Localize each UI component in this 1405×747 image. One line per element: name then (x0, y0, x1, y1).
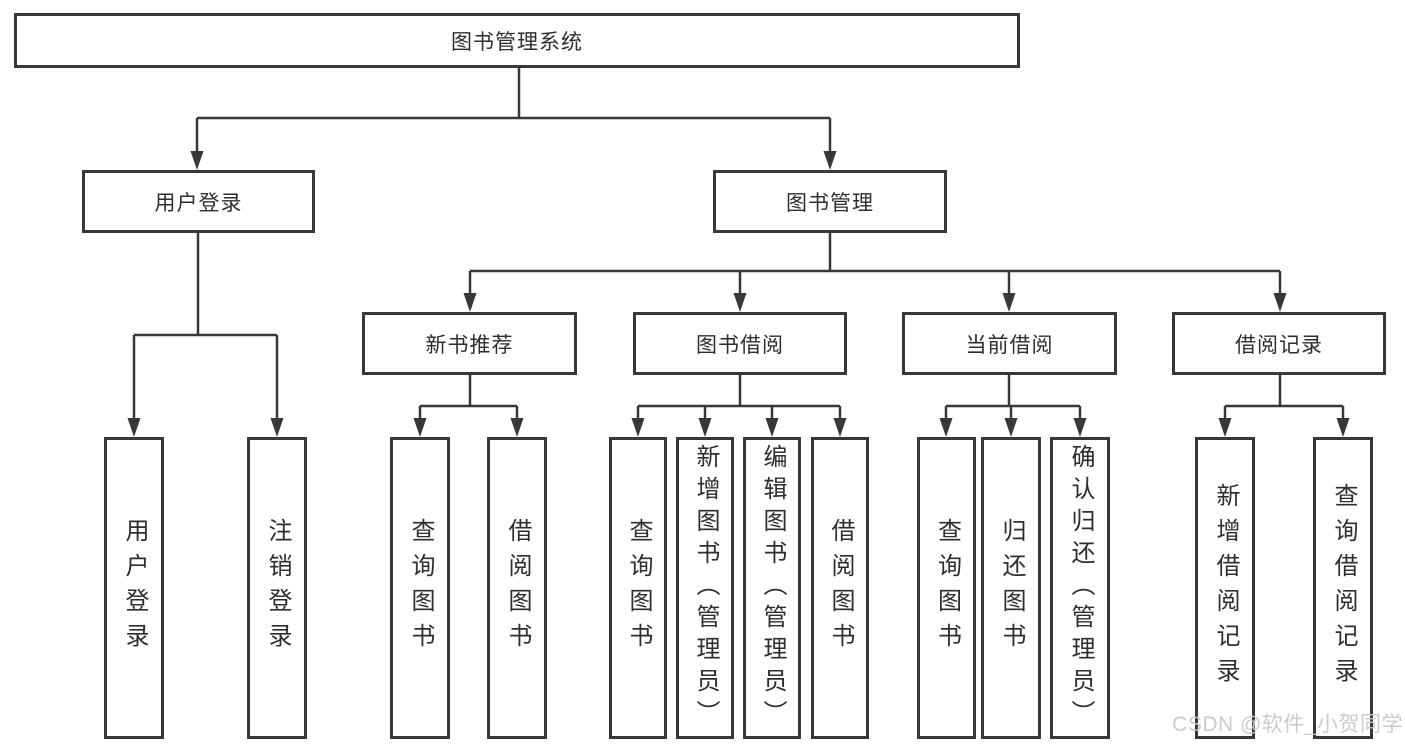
node-label: 用户登录 (154, 191, 243, 215)
leaf-current-query-books: 查询图书 (917, 437, 976, 739)
leaf-query-borrow-record: 查询借阅记录 (1313, 437, 1373, 739)
leaf-borrow-query-books: 查询图书 (609, 437, 667, 739)
leaf-recommend-borrow-books: 借阅图书 (487, 437, 547, 739)
node-label: 图书借阅 (696, 333, 784, 357)
node-label: 查询图书 (933, 518, 961, 658)
node-book-management: 图书管理 (713, 170, 947, 233)
node-label: 查询借阅记录 (1330, 483, 1357, 693)
node-label: 归还图书 (998, 518, 1025, 658)
leaf-logout: 注销登录 (247, 437, 307, 739)
node-label: 新增借阅记录 (1212, 483, 1239, 693)
node-borrow-record: 借阅记录 (1172, 312, 1386, 375)
leaf-user-login: 用户登录 (104, 437, 164, 739)
node-label: 借阅记录 (1235, 333, 1323, 357)
leaf-confirm-return-admin: 确认归还（管理员） (1050, 437, 1110, 739)
leaf-recommend-query-books: 查询图书 (390, 437, 450, 739)
node-user-login: 用户登录 (82, 170, 315, 233)
leaf-borrow-books: 借阅图书 (811, 437, 869, 739)
node-label: 确认归还（管理员） (1067, 444, 1094, 732)
node-label: 当前借阅 (965, 333, 1054, 357)
node-root-system: 图书管理系统 (14, 13, 1020, 68)
leaf-edit-books-admin: 编辑图书（管理员） (743, 437, 801, 739)
node-label: 用户登录 (121, 518, 148, 658)
leaf-add-borrow-record: 新增借阅记录 (1195, 437, 1255, 739)
node-label: 编辑图书（管理员） (759, 444, 786, 732)
node-book-borrow: 图书借阅 (633, 312, 847, 375)
node-label: 查询图书 (625, 518, 652, 658)
node-label: 借阅图书 (827, 518, 854, 658)
arrowhead-icons (127, 151, 1350, 437)
node-label: 注销登录 (264, 518, 291, 658)
leaf-add-books-admin: 新增图书（管理员） (676, 437, 734, 739)
csdn-watermark: CSDN @软件_小贺同学 (1172, 713, 1403, 736)
node-label: 图书管理 (786, 191, 874, 215)
node-label: 查询图书 (407, 518, 434, 658)
node-label: 新增图书（管理员） (692, 444, 719, 732)
node-label: 图书管理系统 (451, 30, 583, 54)
node-current-borrow: 当前借阅 (902, 312, 1117, 375)
node-new-book-recommend: 新书推荐 (362, 312, 577, 375)
node-label: 借阅图书 (504, 518, 531, 658)
node-label: 新书推荐 (425, 333, 514, 357)
leaf-return-books: 归还图书 (981, 437, 1041, 739)
